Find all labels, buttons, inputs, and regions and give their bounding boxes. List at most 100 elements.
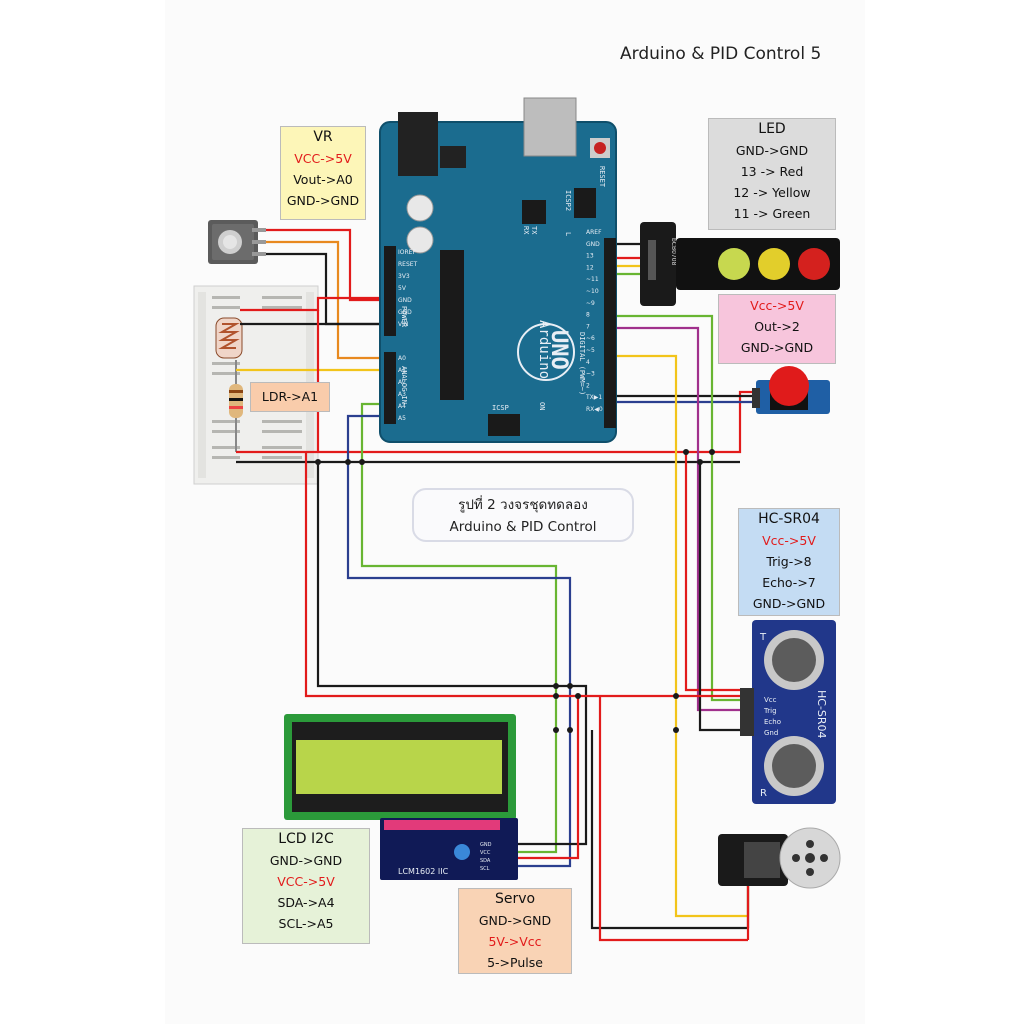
traffic-light-label: bCB0708: [670, 238, 677, 266]
digital-pin-label-7: 8: [586, 312, 590, 319]
power-pin-label-1: RESET: [398, 261, 418, 268]
power-pin-label-3: 5V: [398, 285, 407, 292]
servo-line-3: 5->Pulse: [487, 955, 543, 970]
lcd-line-4: SCL->A5: [278, 916, 334, 931]
tx-label: TX: [530, 226, 538, 235]
power-pin-label-4: GND: [398, 297, 412, 304]
l-led-label: L: [564, 232, 572, 236]
analog-pin-label-1: A1: [398, 367, 406, 374]
rx-label: RX: [522, 226, 530, 235]
servo-line-2: 5V->Vcc: [488, 934, 542, 949]
digital-pin-label-4: ~11: [586, 276, 599, 283]
digital-pin-label-8: 7: [586, 323, 590, 330]
digital-pin-label-9: ~6: [586, 335, 595, 342]
potentiometer: [208, 220, 266, 264]
reset-label: RESET: [598, 166, 606, 188]
analog-pin-label-2: A2: [398, 379, 406, 386]
digital-pin-label-2: 13: [586, 253, 594, 260]
servo-line-1: GND->GND: [478, 913, 552, 928]
lcd-pin-sda: SDA: [480, 858, 491, 864]
lcd-pin-vcc: VCC: [480, 850, 491, 856]
caption-line-1: รูปที่ 2 วงจรชุดทดลอง: [458, 497, 588, 513]
lcd-info-box: LCD I2C GND->GND VCC->5V SDA->A4 SCL->A5: [242, 828, 370, 944]
digital-pin-label-12: ~3: [586, 371, 595, 378]
vr-line-3: GND->GND: [286, 193, 360, 208]
lcd-line-3: SDA->A4: [277, 895, 335, 910]
power-label: POWER: [400, 306, 408, 328]
digital-pin-label-5: ~10: [586, 288, 599, 295]
hcsr04-line-3: Echo->7: [762, 575, 816, 590]
analog-pin-label-5: A5: [398, 415, 406, 422]
hcsr04-line-1: Vcc->5V: [762, 533, 816, 548]
lcd-line-1: GND->GND: [269, 853, 343, 868]
analog-pin-label-4: A4: [398, 403, 406, 410]
digital-pin-label-3: 12: [586, 264, 594, 271]
board-name: UNO: [546, 330, 571, 370]
push-button-module: [752, 366, 830, 414]
digital-pin-label-6: ~9: [586, 300, 595, 307]
ultrasonic-pin-echo: Echo: [764, 718, 781, 726]
hcsr04-board-label: HC-SR04: [815, 690, 828, 739]
button-line-1: Vcc->5V: [750, 298, 804, 313]
analog-label: ANALOG IN: [400, 366, 408, 404]
digital-pin-label-14: TX▶1: [585, 394, 602, 401]
digital-pin-label-10: ~5: [586, 347, 595, 354]
ldr-info-box: LDR->A1: [250, 382, 330, 412]
board-brand: Arduino: [536, 320, 552, 379]
on-label: ON: [538, 402, 546, 410]
lcd-line-2: VCC->5V: [277, 874, 335, 889]
power-pin-label-2: 3V3: [398, 273, 410, 280]
wire-junctions: [315, 449, 715, 733]
ultrasonic-t-label: T: [759, 632, 767, 643]
hcsr04-title: HC-SR04: [758, 511, 820, 527]
hcsr04-line-4: GND->GND: [752, 596, 826, 611]
digital-pin-label-1: GND: [586, 241, 600, 248]
digital-pin-labels: AREF GND 13 12 ~11 ~10 ~9 8 7 ~6 ~5 4 ~3 2TX▶1RX◀0: [585, 229, 603, 413]
arduino-uno-board: Arduino UNO RESET ICSP2 ICSP ON DIGITAL …: [379, 97, 617, 443]
lcd-pin-scl: SCL: [480, 866, 490, 872]
led-title: LED: [758, 121, 786, 137]
ultrasonic-pin-trig: Trig: [763, 707, 777, 715]
button-line-3: GND->GND: [740, 340, 814, 355]
digital-pin-label-15: RX◀0: [586, 406, 603, 413]
ldr-sensor: [215, 317, 243, 359]
digital-pin-label-0: AREF: [586, 229, 602, 236]
led-info-box: LED GND->GND 13 -> Red 12 -> Yellow 11 -…: [708, 118, 836, 230]
analog-pin-label-3: A3: [398, 391, 406, 398]
button-line-2: Out->2: [754, 319, 800, 334]
hcsr04-info-box: HC-SR04 Vcc->5V Trig->8 Echo->7 GND->GND: [738, 508, 840, 616]
led-line-2: 13 -> Red: [740, 164, 804, 179]
button-info-box: Vcc->5V Out->2 GND->GND: [718, 294, 836, 364]
vr-info-box: VR VCC->5V Vout->A0 GND->GND: [280, 126, 366, 220]
traffic-light-module: bCB0708: [640, 222, 840, 306]
page-title: Arduino & PID Control 5: [620, 44, 822, 64]
digital-pin-label-13: 2: [586, 382, 590, 389]
lcd-module-label: LCM1602 IIC: [398, 867, 449, 876]
power-pin-label-0: IOREF: [398, 249, 416, 256]
servo-info-box: Servo GND->GND 5V->Vcc 5->Pulse: [458, 888, 572, 974]
servo-title: Servo: [494, 891, 536, 907]
led-line-3: 12 -> Yellow: [733, 185, 811, 200]
analog-pin-label-0: A0: [398, 355, 406, 362]
ultrasonic-pin-vcc: Vcc: [764, 696, 777, 704]
ultrasonic-sensor: HC-SR04 T R Vcc Trig Echo Gnd: [740, 620, 836, 804]
servo-motor: [718, 827, 841, 889]
power-pin-labels: IOREF RESET 3V3 5V GND GND VIN: [398, 249, 418, 328]
vr-line-2: Vout->A0: [293, 172, 353, 187]
lcd-title: LCD I2C: [278, 831, 334, 847]
lcd-display: LCM1602 IIC GND VCC SDA SCL: [284, 714, 518, 880]
resistor: [229, 360, 243, 452]
icsp2-label: ICSP2: [564, 190, 572, 211]
hcsr04-line-2: Trig->8: [766, 554, 812, 569]
page-margin: [0, 0, 165, 1024]
vr-line-1: VCC->5V: [294, 151, 352, 166]
ldr-line-1: LDR->A1: [261, 389, 319, 404]
icsp-label: ICSP: [492, 404, 509, 412]
vr-title: VR: [313, 129, 333, 145]
digital-pin-label-11: 4: [586, 359, 590, 366]
power-pin-label-5: GND: [398, 309, 412, 316]
power-pin-label-6: VIN: [398, 321, 408, 328]
digital-label: DIGITAL (PWM=~): [578, 332, 586, 395]
ultrasonic-pin-gnd: Gnd: [764, 729, 778, 737]
